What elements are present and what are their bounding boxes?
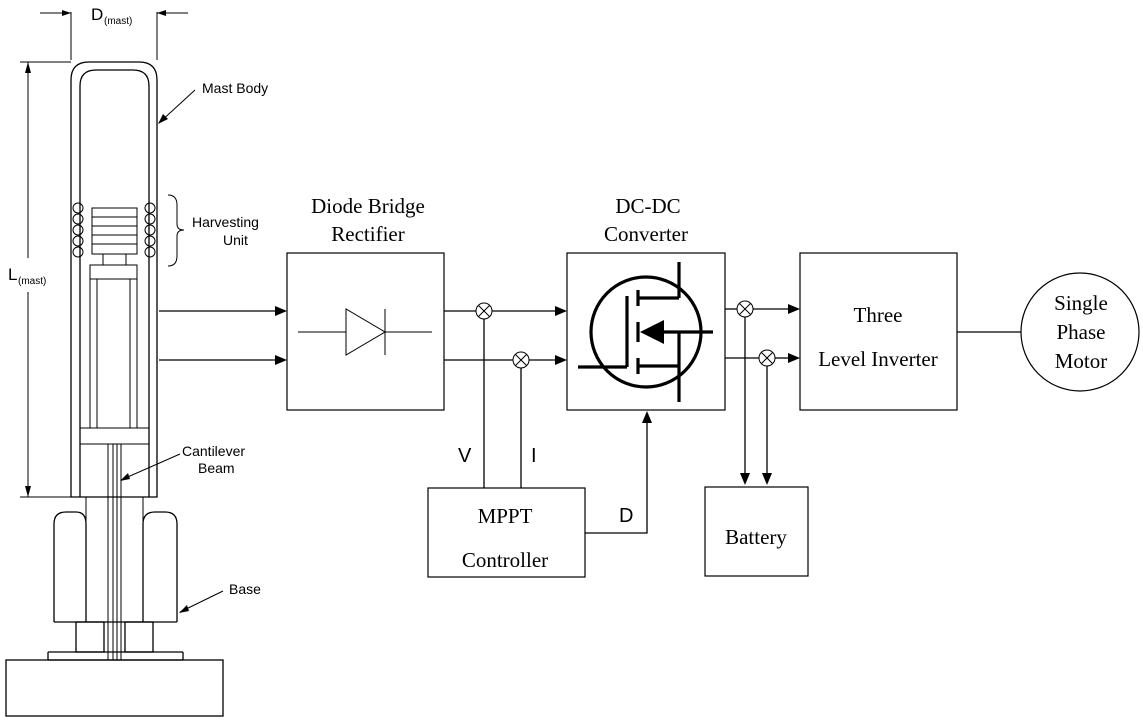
mppt-line-1: MPPT [478,504,533,528]
converter-title-2: Converter [604,222,688,246]
inverter-line-2: Level Inverter [818,347,938,371]
mast-body-label: Mast Body [202,80,268,96]
voltage-signal-label: V [458,445,472,467]
length-label: L [8,265,17,284]
base-label: Base [229,581,261,597]
cantilever-label-2: Beam [198,460,235,476]
current-signal-label: I [531,445,537,467]
cantilever-callout: Cantilever Beam [120,443,245,481]
output-current-sensor-icon [758,349,776,367]
mppt-controller: MPPT Controller D [427,411,652,578]
harvesting-label-1: Harvesting [192,214,259,230]
mast-assembly: D (mast) L (mast) Mast Body Harvesting U… [5,5,268,717]
mast-body-outer [70,61,158,498]
battery: Battery [704,486,809,577]
mppt-box [427,487,586,578]
single-phase-motor: Single Phase Motor [1020,272,1140,392]
diode-icon [298,308,432,356]
duty-signal-label: D [619,505,633,527]
cantilever-beam [85,444,144,660]
inverter-box [799,252,958,411]
rectifier-title-1: Diode Bridge [311,194,425,218]
three-level-inverter: Three Level Inverter [799,252,958,411]
diameter-label: D [91,5,103,24]
diameter-subscript: (mast) [104,16,132,27]
mosfet-icon [578,262,713,402]
cantilever-label-1: Cantilever [182,443,245,459]
motor-circle [1020,272,1140,392]
harvesting-unit-callout: Harvesting Unit [167,194,259,267]
battery-label: Battery [725,525,787,549]
inner-tube [80,279,149,445]
base [5,511,224,717]
motor-line-2: Phase [1057,320,1106,344]
base-callout: Base [179,581,261,613]
converter-title-1: DC-DC [615,194,680,218]
mppt-line-2: Controller [462,548,548,572]
voltage-sensor-icon [475,302,493,320]
rectifier-to-converter-wires: V I [444,302,567,488]
dc-dc-converter: DC-DC Converter [566,194,726,411]
coil-left [72,202,84,258]
motor-line-3: Motor [1055,349,1108,373]
motor-line-1: Single [1054,291,1108,315]
mast-to-rectifier-wires [159,306,287,365]
current-sensor-icon [512,351,530,369]
mast-body-inner [79,69,150,497]
harvesting-label-2: Unit [223,232,248,248]
diode-bridge-rectifier: Diode Bridge Rectifier [286,194,445,411]
coil-right [144,202,156,258]
length-subscript: (mast) [18,276,46,287]
battery-box [704,486,809,577]
diameter-dimension: D (mast) [40,5,188,60]
output-voltage-sensor-icon [736,300,754,318]
inverter-line-1: Three [854,303,903,327]
rectifier-title-2: Rectifier [331,222,404,246]
magnet-stack [89,207,138,280]
converter-to-inverter-wires [725,300,800,485]
length-dimension: L (mast) [8,61,71,498]
mast-body-callout: Mast Body [158,80,268,124]
